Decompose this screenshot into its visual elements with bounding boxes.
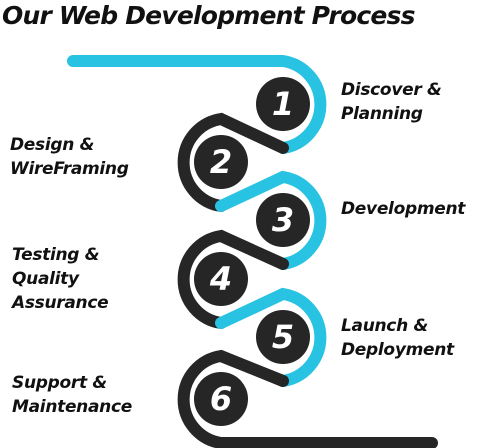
step-4-label: Testing & Quality Assurance	[12, 243, 109, 315]
step-3-label: Development	[341, 197, 465, 221]
step-2-label: Design & WireFraming	[10, 133, 129, 181]
step-1-number: 1	[272, 85, 294, 123]
step-1-line-1: Discover &	[341, 80, 442, 100]
flow-segment-1	[67, 55, 327, 154]
step-6-circle	[194, 372, 248, 426]
step-3-number: 3	[272, 201, 294, 239]
step-3-line-1: Development	[341, 199, 466, 219]
step-2-line-2: WireFraming	[10, 159, 129, 179]
step-4-number: 4	[209, 260, 232, 298]
step-2-line-1: Design &	[10, 135, 95, 155]
step-6-line-1: Support &	[12, 373, 107, 393]
step-3-circle	[256, 193, 310, 247]
flow-segment-6	[177, 349, 438, 448]
flow-segment-2	[177, 112, 289, 212]
page-title: Our Web Development Process	[2, 1, 415, 30]
step-4-line-2: Quality	[12, 269, 79, 289]
step-4-line-1: Testing &	[12, 245, 100, 265]
step-4-line-3: Assurance	[12, 293, 109, 313]
flow-segment-4	[177, 229, 289, 329]
step-5-number: 5	[272, 318, 294, 356]
step-1-label: Discover & Planning	[341, 78, 442, 126]
step-6-label: Support & Maintenance	[12, 371, 132, 419]
flow-segment-5	[215, 287, 327, 387]
step-1-circle	[256, 77, 310, 131]
step-5-line-1: Launch &	[341, 316, 429, 336]
step-2-circle	[194, 135, 248, 189]
step-4-circle	[194, 252, 248, 306]
step-5-label: Launch & Deployment	[341, 314, 454, 362]
step-1-line-2: Planning	[341, 104, 423, 124]
step-5-circle	[256, 310, 310, 364]
step-6-number: 6	[210, 380, 232, 418]
step-5-line-2: Deployment	[341, 340, 454, 360]
step-6-line-2: Maintenance	[12, 397, 132, 417]
flow-segment-3	[215, 170, 327, 270]
step-2-number: 2	[210, 143, 232, 181]
